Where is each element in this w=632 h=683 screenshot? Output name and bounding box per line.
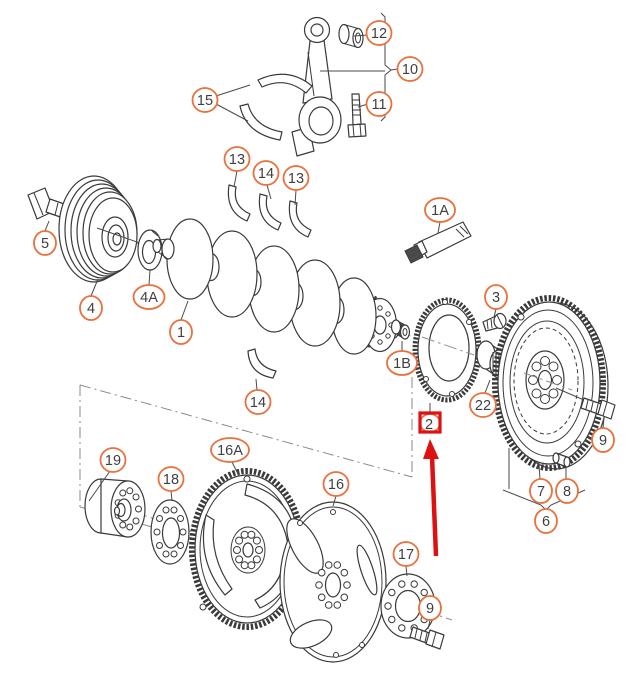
lower-bearing-shell-drawing	[247, 348, 277, 379]
callout-label: 16	[328, 477, 344, 493]
callout-13-right[interactable]: 13	[282, 165, 310, 191]
callout-label: 1A	[431, 203, 449, 219]
callout-label: 22	[475, 398, 491, 414]
callout-10[interactable]: 10	[396, 56, 424, 82]
callout-2-highlighted[interactable]: 2	[418, 411, 442, 434]
callout-label: 2	[425, 417, 433, 433]
gear-plate-bolt-drawing	[482, 312, 507, 332]
callout-9-flywheel[interactable]: 9	[591, 427, 615, 453]
callout-label: 14	[258, 166, 274, 182]
callout-18[interactable]: 18	[157, 466, 185, 492]
callout-label: 5	[41, 236, 49, 252]
callout-label: 8	[563, 484, 571, 500]
callout-13-left[interactable]: 13	[223, 146, 251, 172]
callout-4A[interactable]: 4A	[132, 284, 166, 310]
callout-label: 6	[542, 514, 550, 530]
red-arrow-head	[423, 439, 439, 459]
callout-label: 17	[398, 547, 414, 563]
callout-label: 9	[599, 433, 607, 449]
callout-14-upper[interactable]: 14	[252, 160, 280, 186]
drive-plate-bolt-drawing	[409, 626, 445, 650]
callout-15[interactable]: 15	[191, 87, 219, 113]
red-arrow-shaft	[429, 455, 439, 557]
callout-label: 14	[250, 395, 266, 411]
pilot-bushing-drawing	[390, 319, 411, 340]
callout-1A[interactable]: 1A	[424, 197, 456, 223]
leader-lines	[44, 12, 605, 630]
shim-plate-drawing	[150, 499, 190, 565]
connecting-rod-drawing	[291, 16, 342, 157]
callout-1B[interactable]: 1B	[386, 350, 418, 376]
callout-7[interactable]: 7	[529, 478, 553, 504]
ring-gear-drive-plate-drawing	[189, 468, 305, 630]
callout-16[interactable]: 16	[322, 471, 350, 497]
highlight-box	[418, 411, 442, 434]
callout-3[interactable]: 3	[484, 284, 508, 310]
callout-4[interactable]: 4	[79, 295, 103, 321]
callout-label: 7	[537, 484, 545, 500]
callout-19[interactable]: 19	[99, 447, 127, 473]
flex-plate-drawing	[279, 501, 387, 663]
rod-bearing-shells-drawing	[239, 73, 313, 141]
callout-12[interactable]: 12	[365, 20, 393, 46]
flywheel-drawing	[492, 295, 609, 471]
flywheel-bolt-drawing	[580, 397, 616, 420]
callout-label: 4	[87, 301, 95, 317]
callout-9-bottom[interactable]: 9	[418, 595, 442, 621]
callout-label: 4A	[140, 290, 158, 306]
sealant-tube-drawing	[404, 221, 472, 264]
callout-14-lower[interactable]: 14	[244, 389, 272, 415]
callout-22[interactable]: 22	[469, 392, 497, 418]
callout-label: 3	[492, 290, 500, 306]
callout-label: 1	[177, 325, 185, 341]
callout-label: 13	[229, 152, 245, 168]
crankshaft-drawing	[152, 218, 400, 355]
callout-label: 11	[371, 97, 386, 113]
rod-bolt-drawing	[347, 93, 367, 138]
callout-6[interactable]: 6	[534, 508, 558, 534]
crankshaft-pulley-drawing	[58, 175, 161, 283]
callout-5[interactable]: 5	[33, 230, 57, 256]
callout-label: 12	[371, 26, 387, 42]
callout-label: 9	[426, 601, 434, 617]
callout-label: 18	[163, 472, 179, 488]
callout-label: 10	[402, 62, 418, 78]
highlight-annotation	[423, 439, 439, 557]
callout-17[interactable]: 17	[392, 541, 420, 567]
callout-label: 19	[105, 453, 121, 469]
callout-label: 1B	[393, 356, 411, 372]
washer-plate-drawing	[380, 573, 436, 639]
main-bearing-shell-drawing	[227, 184, 312, 238]
callout-1[interactable]: 1	[169, 319, 193, 345]
callout-8[interactable]: 8	[555, 478, 579, 504]
callout-label: 15	[197, 93, 213, 109]
converter-hub-drawing	[84, 478, 146, 538]
drive-gear-plate-drawing[interactable]	[412, 297, 482, 403]
callout-16A[interactable]: 16A	[210, 437, 250, 463]
dowel-pin-drawing	[552, 452, 571, 468]
callout-label: 13	[288, 171, 304, 187]
callout-11[interactable]: 11	[365, 91, 393, 117]
callout-label: 16A	[217, 443, 243, 459]
